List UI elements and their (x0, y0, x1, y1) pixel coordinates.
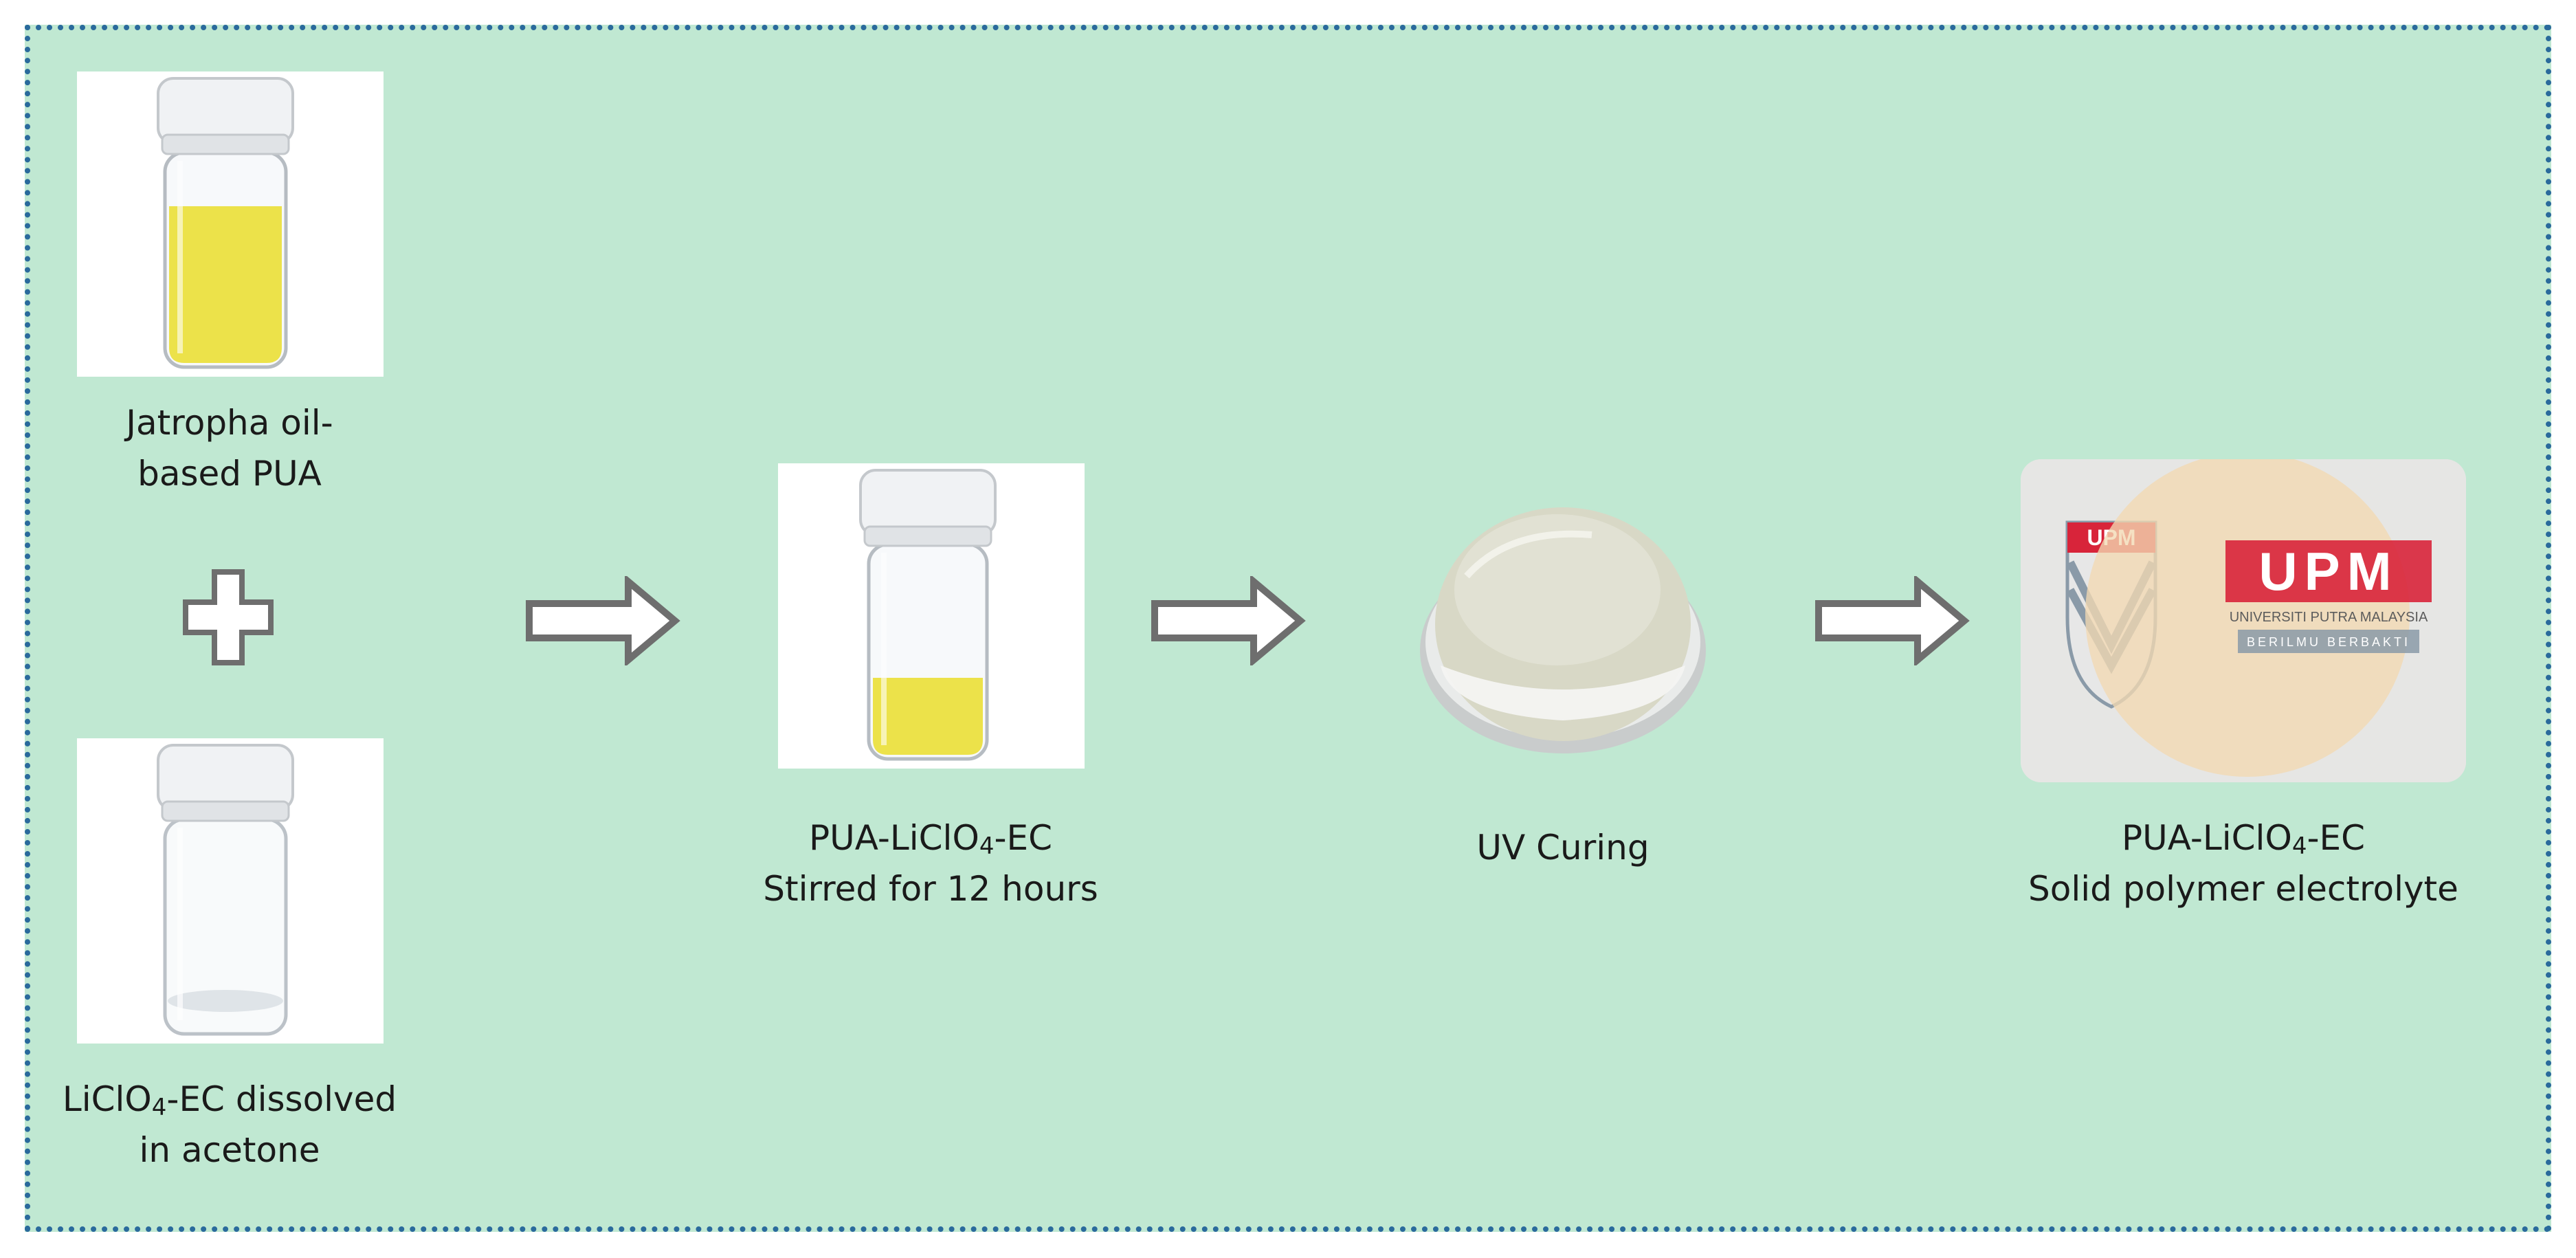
vial-jatropha-photo (77, 71, 384, 377)
label-jatropha: Jatropha oil- based PUA (126, 403, 333, 494)
label-step-stirred: PUA-LiClO4-EC Stirred for 12 hours (763, 818, 1098, 909)
electrolyte-film-photo: UPM UPM UNIVERSITI PUTRA MALAYSIA BERILM… (2021, 459, 2466, 782)
plus-icon (183, 569, 274, 665)
arrow-right-icon (1151, 576, 1306, 665)
vial-licl-photo (77, 738, 384, 1044)
label-step-uv: UV Curing (1476, 828, 1650, 868)
logo-big-text: UPM (2258, 541, 2398, 602)
logo-motto-text: BERILMU BERBAKTI (2247, 635, 2410, 649)
arrow-right-icon (1815, 576, 1970, 665)
diagram-frame: Jatropha oil- based PUA LiClO4-EC dissol… (25, 25, 2551, 1232)
arrow-right-icon (526, 576, 680, 665)
logo-university-text: UNIVERSITI PUTRA MALAYSIA (2230, 610, 2428, 625)
label-step-electrolyte: PUA-LiClO4-EC Solid polymer electrolyte (2028, 818, 2458, 909)
label-licl: LiClO4-EC dissolved in acetone (62, 1079, 397, 1170)
uv-curing-dish-photo (1413, 487, 1713, 762)
vial-stirred-photo (778, 463, 1085, 769)
